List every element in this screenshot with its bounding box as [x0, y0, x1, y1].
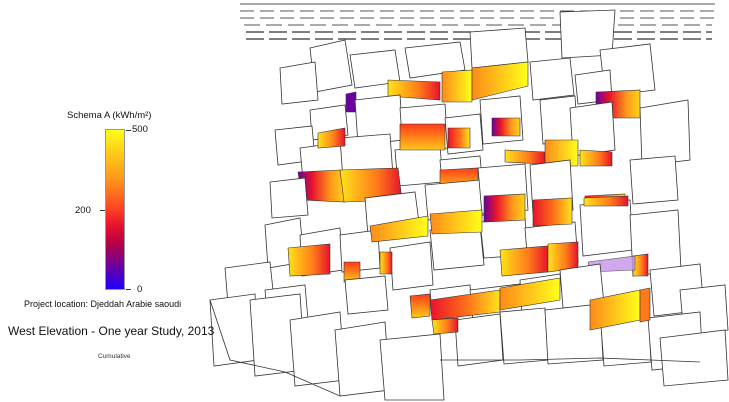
mode-label: Cumulative: [98, 353, 131, 360]
legend-min-label: 0: [137, 284, 143, 295]
legend-tick-max: [126, 130, 131, 131]
ground-outline: [209, 299, 701, 397]
legend-title: Schema A (kWh/m²): [67, 110, 152, 121]
legend-mid-label: 200: [75, 205, 91, 216]
legend-tick-mid: [100, 210, 105, 211]
legend-tick-min: [126, 289, 131, 290]
facades-front-middle: [287, 193, 649, 283]
legend-max-label: 500: [132, 124, 148, 135]
study-title: West Elevation - One year Study, 2013: [8, 324, 215, 338]
facades-front: [409, 277, 651, 335]
project-location: Project location: Djeddah Arabie saoudi: [24, 299, 182, 309]
legend-color-bar: [105, 129, 125, 290]
buildings-front: [209, 261, 729, 401]
